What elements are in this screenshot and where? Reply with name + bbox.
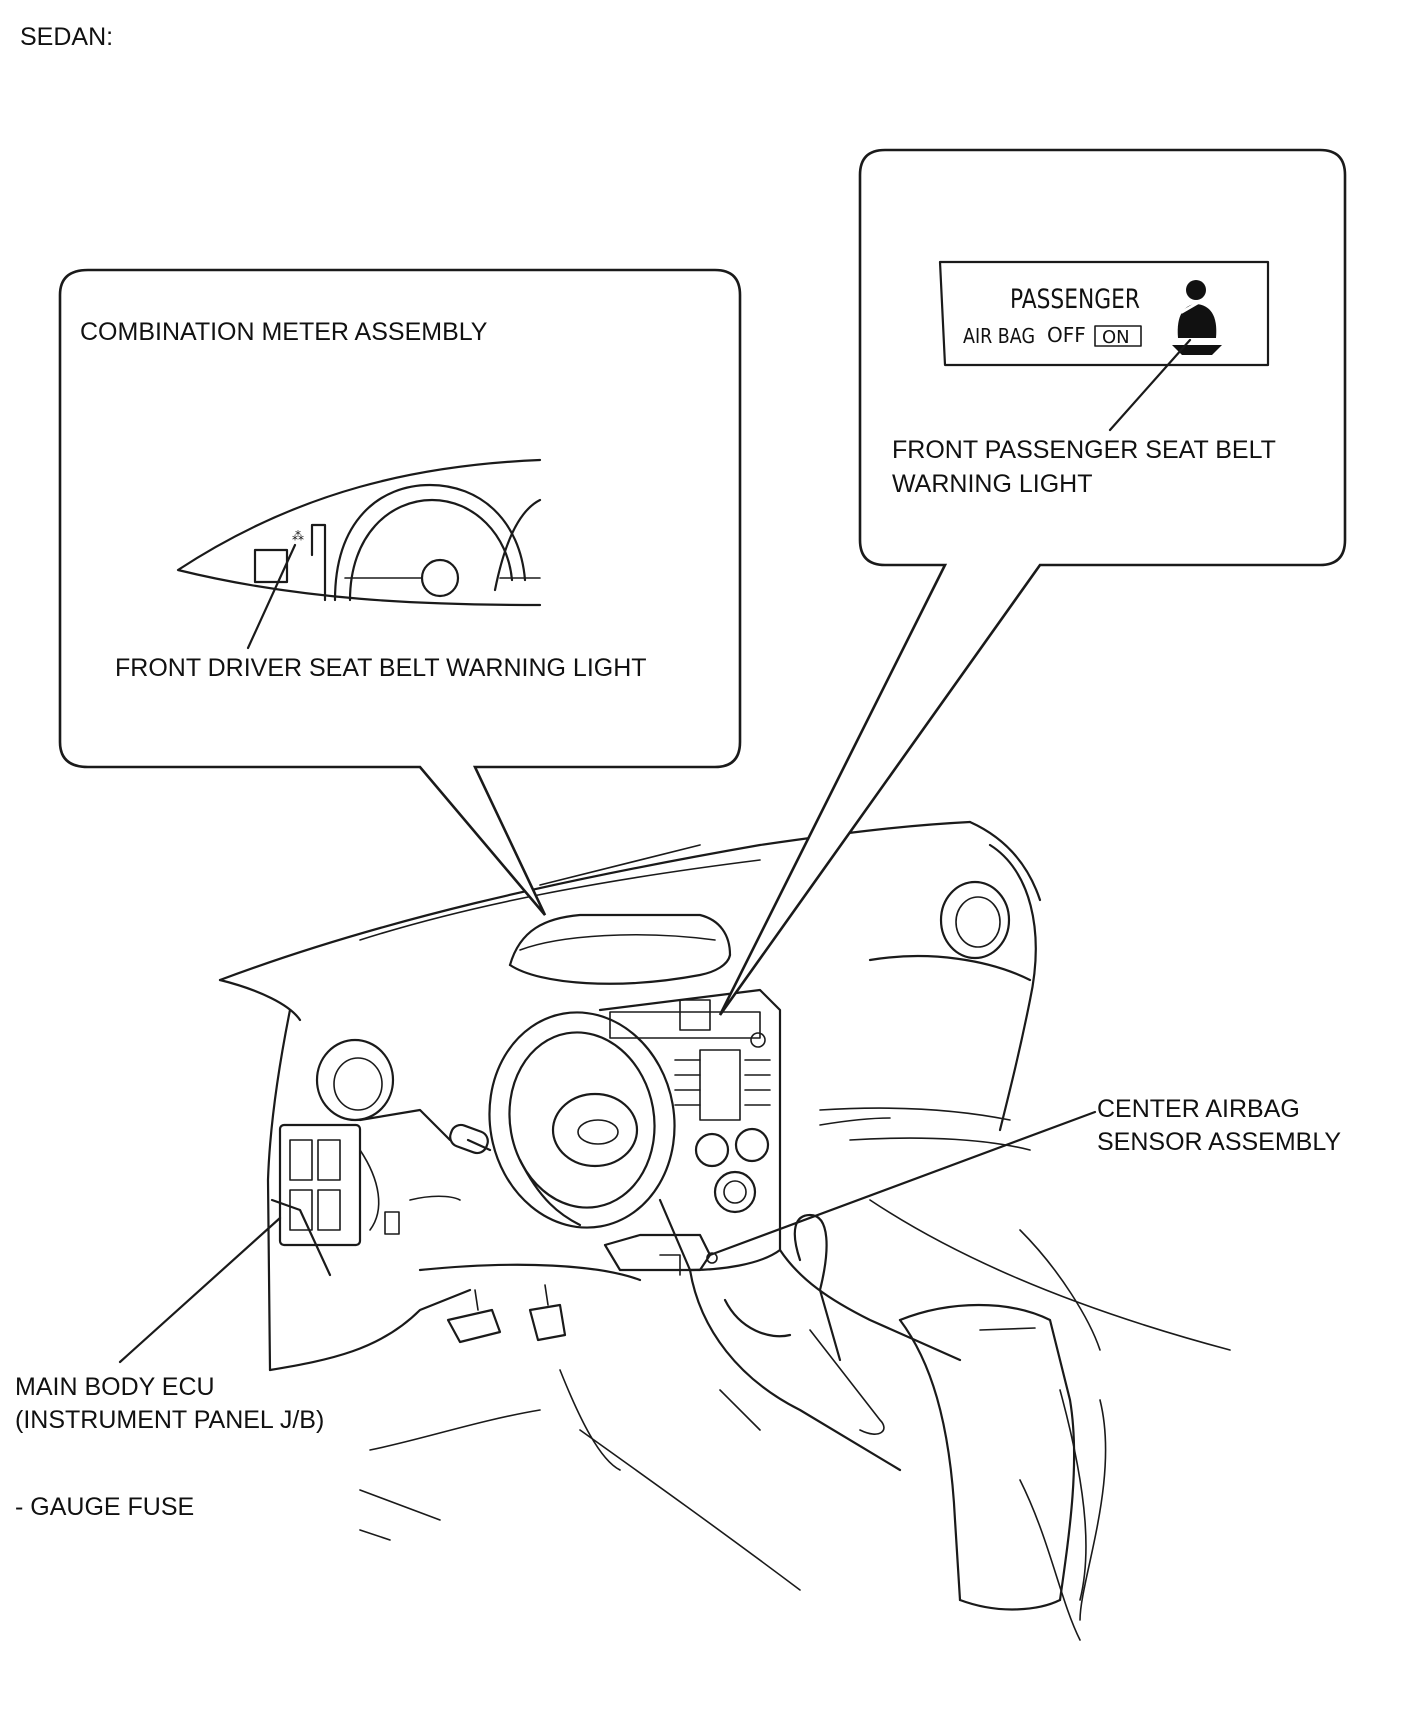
passenger-leader-line — [1108, 338, 1192, 432]
center-airbag-label-1: CENTER AIRBAG — [1097, 1095, 1300, 1123]
driver-seatbelt-label: FRONT DRIVER SEAT BELT WARNING LIGHT — [115, 654, 647, 682]
main-body-ecu-leader-line — [118, 1216, 282, 1364]
panel-off-text: OFF — [1047, 323, 1086, 347]
center-airbag-leader-line — [708, 1110, 1097, 1257]
dashboard-illustration — [218, 820, 1231, 1641]
gauge-fuse-label: - GAUGE FUSE — [15, 1493, 195, 1521]
main-body-ecu-label-2: (INSTRUMENT PANEL J/B) — [15, 1406, 325, 1434]
center-airbag-sensor — [603, 1233, 718, 1276]
panel-airbag-text: AIR BAG — [963, 324, 1035, 348]
steering-wheel — [449, 1011, 676, 1229]
seatbelt-person-icon — [1172, 280, 1222, 355]
center-airbag-label-2: SENSOR ASSEMBLY — [1097, 1128, 1342, 1156]
center-stack — [598, 988, 782, 1272]
panel-on-text: ON — [1102, 327, 1130, 348]
center-console — [688, 1213, 1087, 1611]
meter-cluster-sketch: ⁂ — [176, 458, 542, 607]
passenger-seatbelt-label-2: WARNING LIGHT — [892, 470, 1092, 498]
main-body-ecu-label-1: MAIN BODY ECU — [15, 1373, 215, 1401]
meter-callout: ⁂ — [58, 268, 742, 916]
main-body-ecu-block — [270, 1123, 380, 1277]
passenger-seatbelt-label-1: FRONT PASSENGER SEAT BELT — [892, 436, 1276, 464]
driver-leader-line — [246, 543, 297, 650]
passenger-callout — [718, 148, 1347, 1016]
variant-label: SEDAN: — [20, 23, 114, 51]
panel-passenger-text: PASSENGER — [1010, 284, 1140, 315]
tiny-seatbelt-icon: ⁂ — [292, 529, 304, 543]
meter-title: COMBINATION METER ASSEMBLY — [80, 318, 488, 346]
combination-meter-housing — [508, 913, 732, 985]
